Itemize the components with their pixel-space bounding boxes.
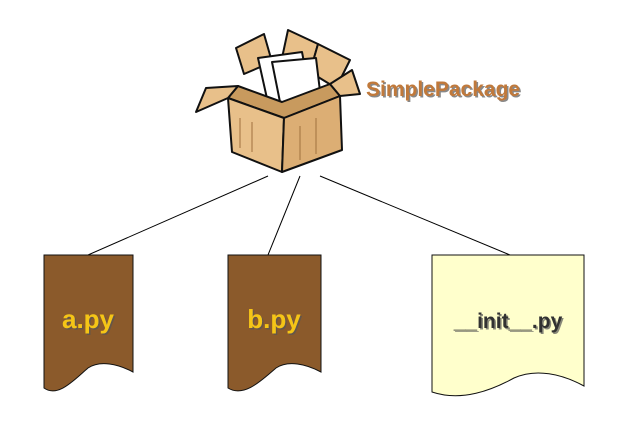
file-label-init-py: __init__.py [453,310,563,333]
dark-document-icon [43,254,134,392]
file-label-b-py: b.py [247,304,301,334]
file-a-py: a.py [43,254,134,392]
connector-init [319,175,511,256]
file-label-a-py: a.py [62,304,115,334]
file-b-py: b.py [227,254,322,392]
light-document-icon [431,254,585,397]
dark-document-icon [227,254,322,392]
package-label: SimplePackage [366,78,520,101]
connector-a [87,175,269,256]
connector-lines [87,175,511,256]
file-init-py: __init__.py [431,254,585,397]
connector-b [267,175,301,256]
open-box-icon [195,29,361,173]
